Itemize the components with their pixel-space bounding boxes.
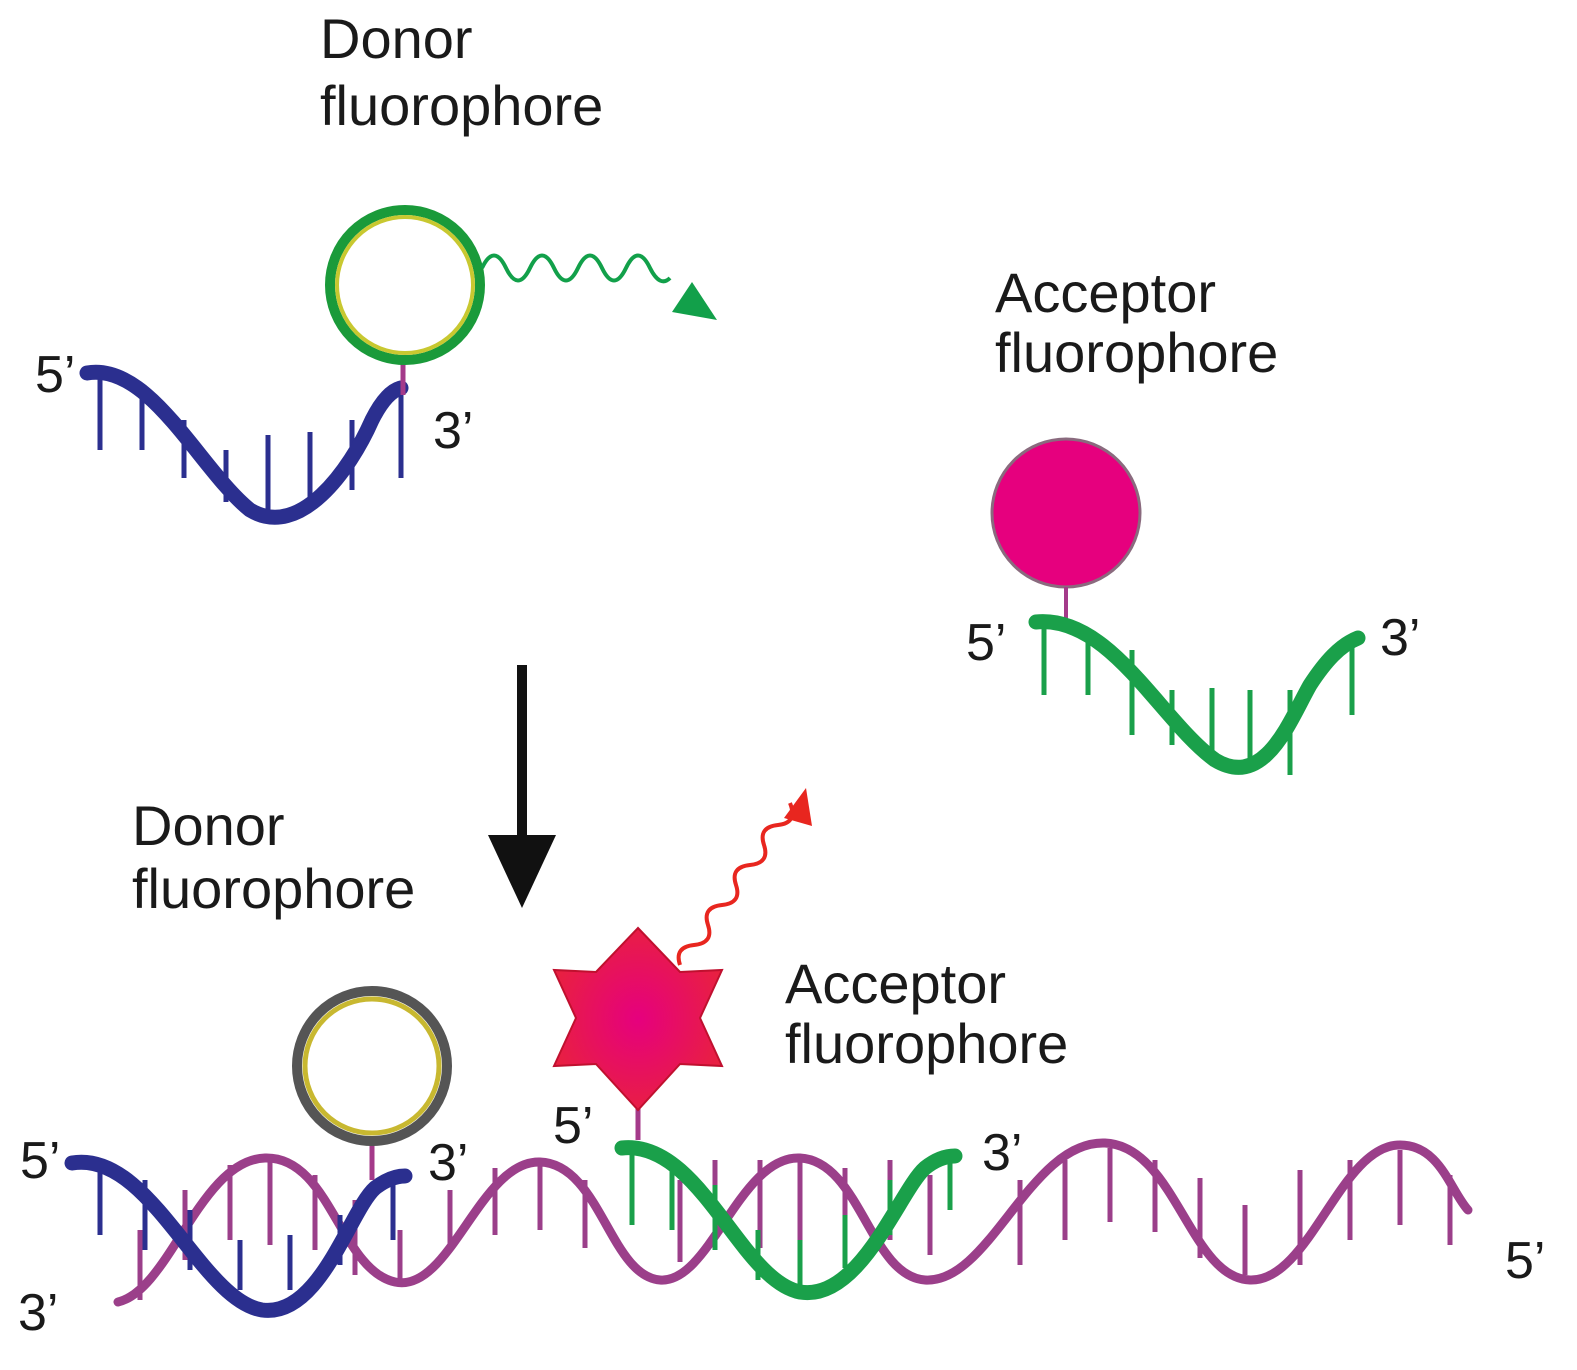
hybrid-acceptor-5-end: 5’: [553, 1097, 593, 1155]
acceptor-bound-backbone: [614, 1140, 963, 1300]
acceptor-probe-backbone: [1028, 614, 1366, 775]
donor-emission-arrowhead: [672, 282, 717, 320]
acceptor-emission-wave: [676, 802, 795, 966]
hybrid-donor-3-end: 3’: [428, 1134, 468, 1192]
acceptor-label-bottom-line2: fluorophore: [785, 1012, 1068, 1075]
donor-probe-free: [79, 205, 717, 525]
acceptor-probe-5-end: 5’: [966, 614, 1006, 672]
donor-probe-bound: [64, 986, 452, 1318]
hybrid-donor-5-end: 5’: [20, 1132, 60, 1190]
donor-label-bottom-line1: Donor: [132, 794, 285, 857]
donor-label-top-line1: Donor: [320, 7, 473, 70]
filled-circle-icon: [990, 437, 1142, 589]
donor-probe-5-end: 5’: [35, 346, 75, 404]
donor-emission-wave: [480, 253, 672, 284]
donor-probe-3-end: 3’: [433, 402, 473, 460]
target-5-end: 5’: [1505, 1232, 1545, 1290]
donor-label-top-line2: fluorophore: [320, 74, 603, 137]
acceptor-label-bottom-line1: Acceptor: [785, 952, 1006, 1015]
target-strand-backbone: [113, 1138, 1473, 1307]
target-strand: [113, 1138, 1473, 1307]
star-icon: [552, 926, 724, 1112]
donor-label-bottom-line2: fluorophore: [132, 857, 415, 920]
acceptor-label-top-line1: Acceptor: [995, 261, 1216, 324]
hybrid-acceptor-3-end: 3’: [982, 1124, 1022, 1182]
acceptor-probe-3-end: 3’: [1380, 609, 1420, 667]
acceptor-probe-bound: [552, 788, 963, 1300]
ring-icon: [292, 986, 452, 1146]
ring-icon: [325, 205, 485, 365]
acceptor-emission-arrowhead: [784, 788, 812, 826]
donor-probe-backbone: [79, 364, 409, 525]
acceptor-label-top-line2: fluorophore: [995, 321, 1278, 384]
acceptor-probe-free: [990, 437, 1366, 775]
hybridization-arrow: [488, 665, 556, 908]
donor-bound-backbone: [64, 1154, 413, 1318]
target-3-end: 3’: [18, 1284, 58, 1342]
